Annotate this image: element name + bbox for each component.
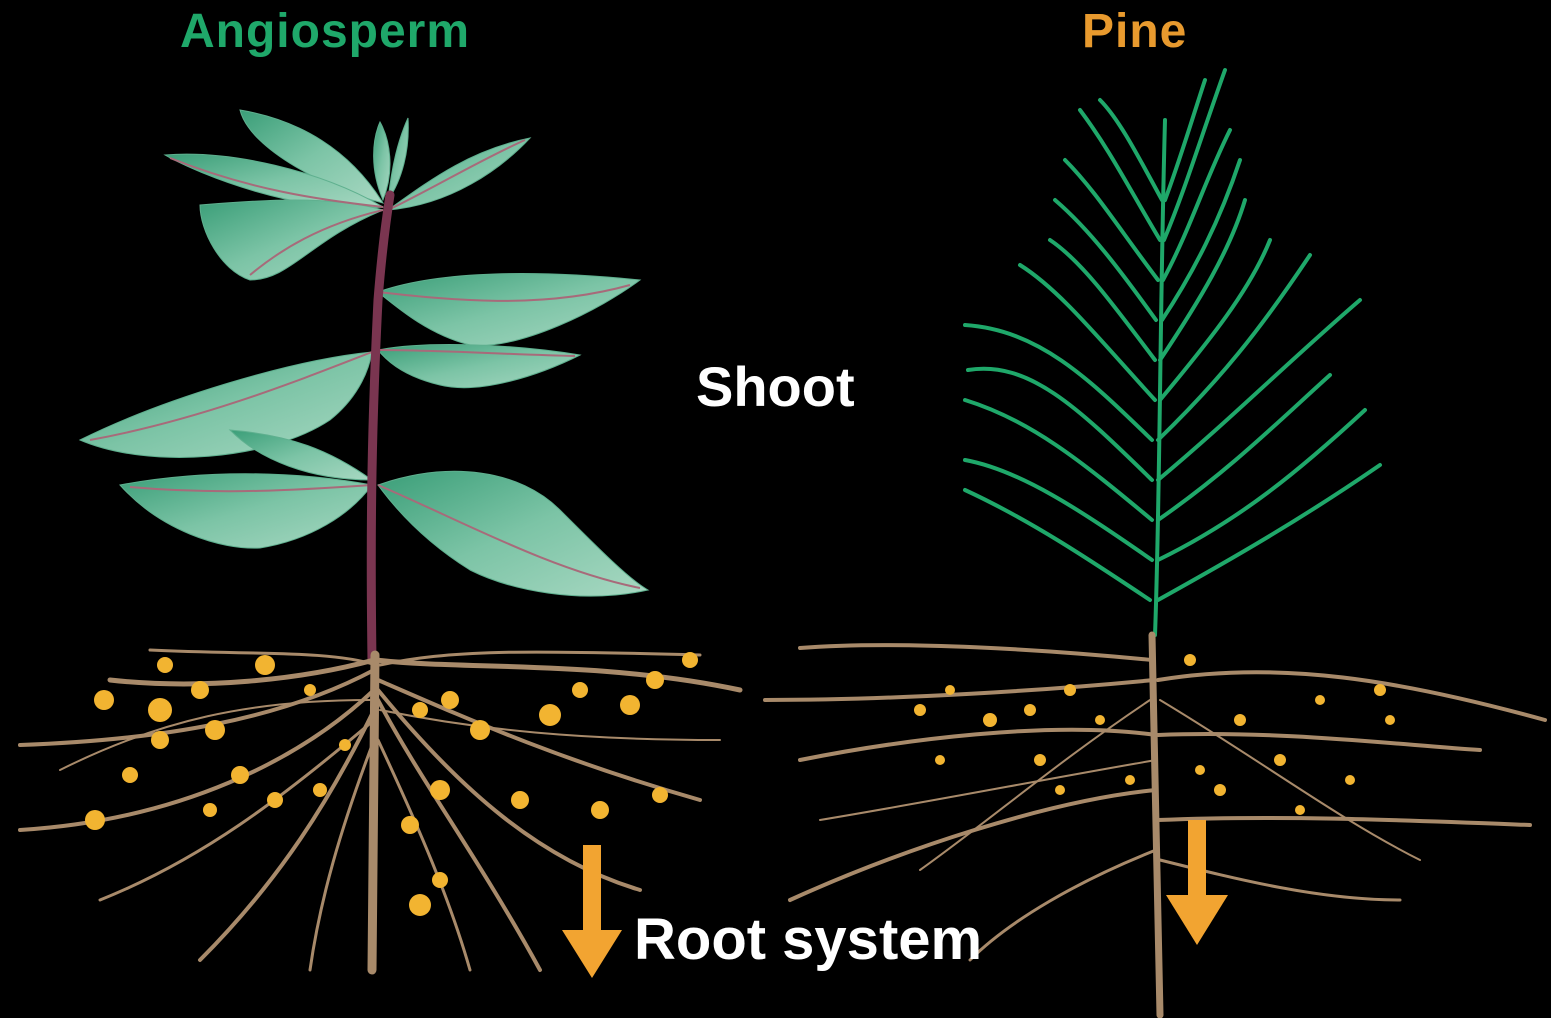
angiosperm-plant: [20, 110, 740, 978]
pine-needles: [965, 70, 1380, 635]
angiosperm-leaves: [80, 110, 648, 596]
shoot-label: Shoot: [696, 354, 855, 419]
angiosperm-growth-arrow: [562, 845, 622, 978]
root-system-label: Root system: [634, 906, 982, 973]
pine-title: Pine: [1082, 4, 1187, 59]
angiosperm-title: Angiosperm: [180, 4, 470, 59]
pine-growth-arrow: [1166, 820, 1228, 945]
pine-plant: [765, 70, 1545, 1015]
angiosperm-stem: [371, 195, 390, 660]
